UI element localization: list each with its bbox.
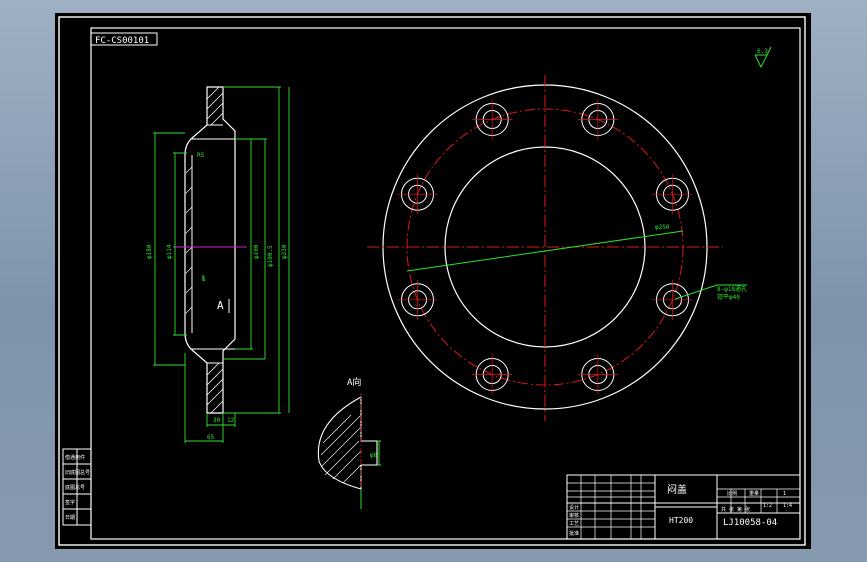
dim-d2: φ114	[166, 244, 173, 259]
dim-d4: φ100.5	[267, 245, 274, 267]
check-label: 审核	[569, 512, 579, 519]
left-label-3: 签字	[65, 499, 75, 506]
dim-d10: R5	[197, 152, 205, 159]
sheet-label: 共 张 第 张	[721, 506, 750, 513]
bolt-hole	[577, 99, 618, 140]
plan-view[interactable]: φ250 8-φ18通孔 锪平φ40	[367, 75, 747, 421]
dim-d9: 65	[207, 434, 215, 441]
dim-pcd: φ250	[655, 224, 670, 231]
left-label-2: 底图总号	[65, 484, 85, 491]
a-direction-detail[interactable]: A向 φ8	[317, 376, 381, 509]
weight-label: 重量	[749, 490, 759, 497]
left-label-0: 借通用件	[65, 454, 85, 461]
title-block[interactable]: 闷盖 HT200 LJ10058-04 比例 重量 1:2 1 1:4 共 张 …	[566, 474, 801, 540]
dim-d3: φ100	[253, 244, 260, 259]
view-label-a: A向	[347, 376, 361, 388]
code-box	[90, 32, 158, 46]
section-dimensions	[153, 86, 290, 443]
material: HT200	[669, 516, 693, 525]
dim-d8: 12	[227, 417, 235, 424]
bolt-hole	[652, 174, 693, 215]
left-info-box: 借通用件 旧底图总号 底图总号 签字 日期	[62, 448, 92, 526]
bolt-hole	[652, 279, 693, 320]
left-label-1: 旧底图总号	[65, 469, 90, 476]
dim-d1: φ180	[146, 244, 153, 259]
scale-label: 比例	[727, 490, 737, 497]
drawing-number: LJ10058-04	[723, 518, 777, 528]
section-dimension-text: φ180 φ114 φ100 φ100.5 φ230 6 30 12 65 R5	[146, 152, 288, 441]
part-name: 闷盖	[667, 483, 687, 496]
bolt-hole	[397, 279, 438, 320]
bolt-hole	[472, 354, 513, 395]
bolt-hole	[577, 354, 618, 395]
rev-value: 1:4	[783, 503, 792, 509]
dim-d6: 6	[202, 276, 206, 283]
hole-note-1: 8-φ18通孔	[717, 285, 747, 293]
section-label-a: A	[217, 299, 224, 312]
surface-finish-symbol: 6.3	[754, 46, 772, 69]
part-code-text: FC-CS00101	[95, 36, 149, 46]
outer-frame	[58, 16, 806, 546]
drawing-sheet[interactable]: FC-CS00101 借通用件 旧底图总号 底图总号 签字 日期	[55, 13, 811, 549]
qty-value: 1	[783, 491, 786, 497]
approve-label: 批准	[569, 530, 579, 537]
dim-d7: 30	[213, 417, 221, 424]
surface-finish-value: 6.3	[757, 48, 768, 55]
dim-d11: φ8	[370, 452, 378, 459]
hole-note-2: 锪平φ40	[717, 293, 740, 301]
left-label-4: 日期	[65, 515, 75, 521]
scale-value: 1:2	[763, 503, 772, 509]
dim-d5: φ230	[281, 244, 288, 259]
bolt-holes	[397, 99, 693, 395]
drawing-canvas: FC-CS00101 借通用件 旧底图总号 底图总号 签字 日期	[58, 16, 806, 546]
section-view[interactable]: A	[173, 86, 247, 414]
design-label: 设计	[569, 504, 579, 511]
pcd-leader	[406, 230, 684, 272]
bolt-hole	[397, 174, 438, 215]
process-label: 工艺	[569, 521, 579, 527]
inner-frame	[90, 27, 801, 540]
bolt-hole	[472, 99, 513, 140]
